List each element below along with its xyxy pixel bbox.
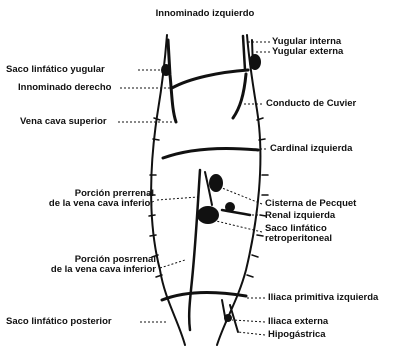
label-renal-izquierda: Renal izquierda [265,211,335,221]
cisterna-de-pecquet-blob [209,174,223,192]
label-saco-linfatico-retro-line2: retroperitoneal [265,233,332,244]
yugular-derecha-vessel [168,40,176,122]
label-saco-linfatico-posterior: Saco linfático posterior [6,317,112,327]
yugular-externa-blob [249,54,261,70]
label-innominado-derecho: Innominado derecho [18,83,111,93]
label-yugular-externa: Yugular externa [272,47,343,57]
renal-izquierda-vessel [222,210,250,215]
label-cardinal-izquierda: Cardinal izquierda [270,144,352,154]
iliaca-externa-blob [224,314,232,322]
label-iliaca-externa: Iliaca externa [268,317,328,327]
label-porcion-prerrenal-line2: de la vena cava inferior [49,198,154,209]
label-hipogastrica: Hipogástrica [268,330,326,340]
body-outline-right [217,35,260,345]
saco-linfatico-retroperitoneal-blob [197,206,219,224]
label-porcion-posrrenal-line2: de la vena cava inferior [51,264,156,275]
renal-blob [225,202,235,212]
iliaca-primitiva-vessel [162,293,246,300]
label-conducto-de-cuvier: Conducto de Cuvier [266,99,356,109]
label-porcion-prerrenal: Porción prerrenal de la vena cava inferi… [20,189,154,209]
cardinal-izquierda-vessel [163,148,258,158]
conducto-de-cuvier-vessel [233,74,246,118]
label-porcion-posrrenal: Porción posrrenal de la vena cava inferi… [10,255,156,275]
label-vena-cava-superior: Vena cava superior [20,117,107,127]
label-saco-linfatico-retroperitoneal: Saco linfático retroperitoneal [265,224,332,244]
label-saco-linfatico-yugular: Saco linfático yugular [6,65,105,75]
innominado-izquierdo-vessel [172,70,248,88]
label-iliaca-primitiva-izquierda: Iliaca primitiva izquierda [268,293,378,303]
yugular-interna-vessel [243,36,245,70]
label-innominado-izquierdo: Innominado izquierdo [140,9,270,19]
vena-cava-trunk [189,170,200,330]
label-cisterna-de-pecquet: Cisterna de Pecquet [265,199,356,209]
